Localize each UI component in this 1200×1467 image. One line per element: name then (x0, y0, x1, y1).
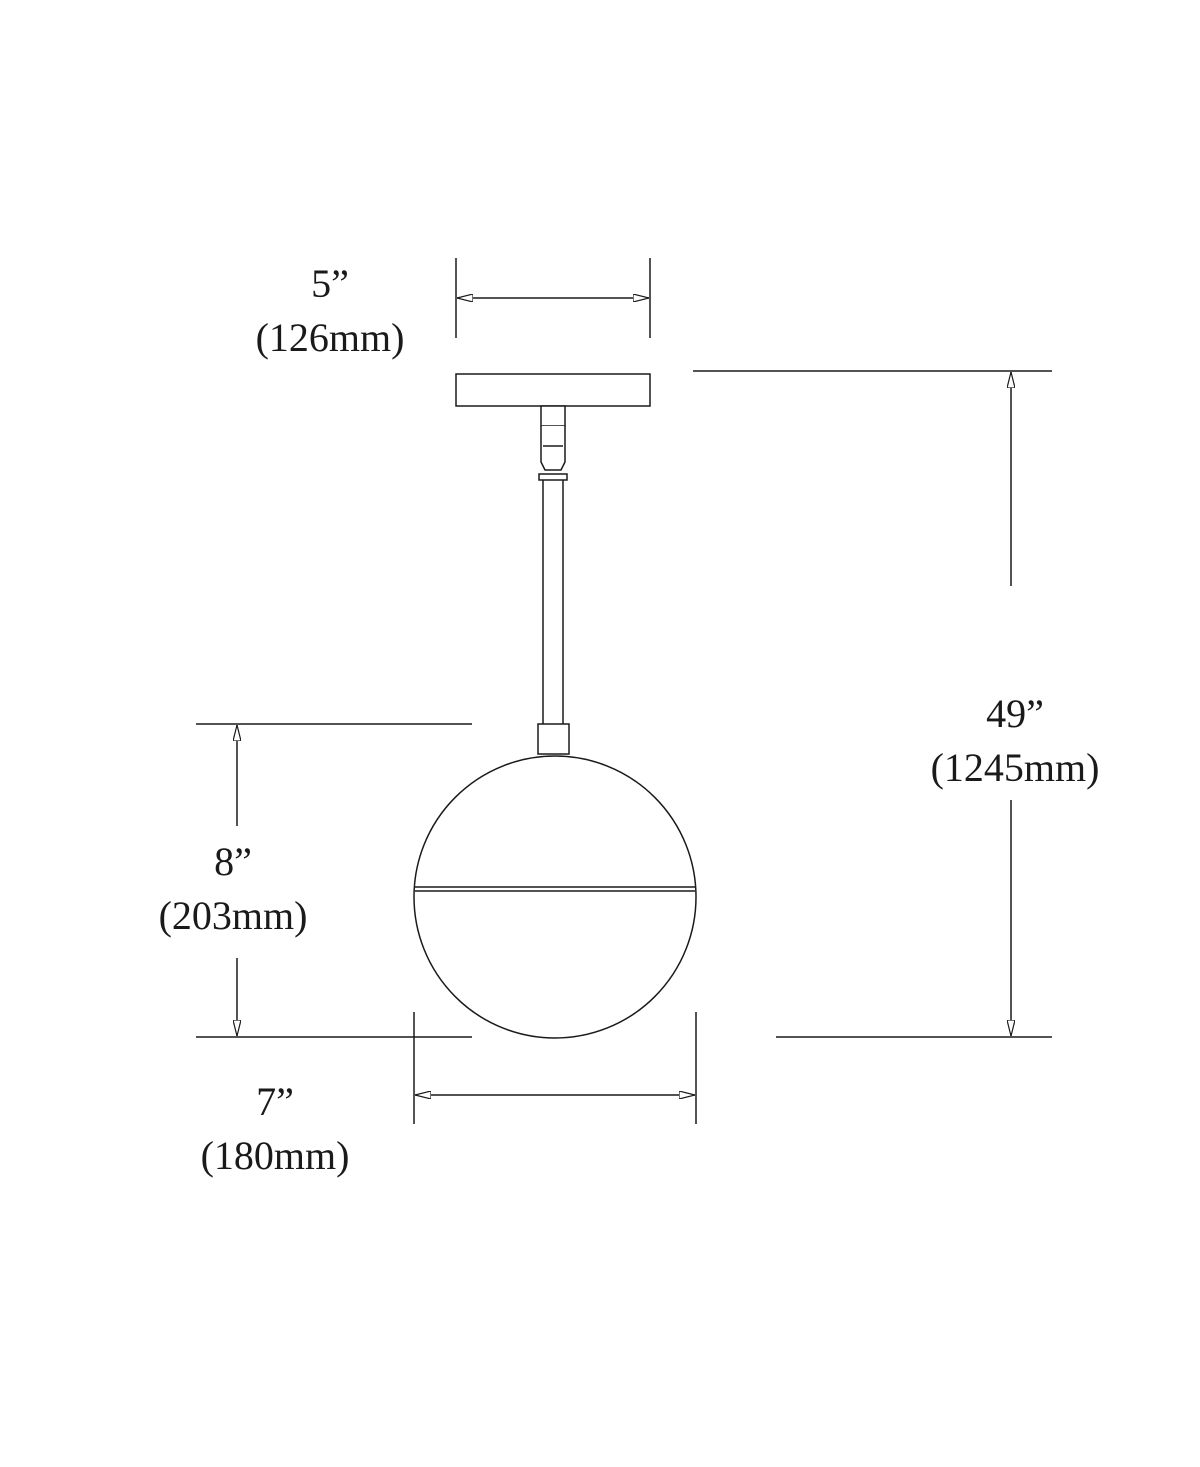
globe-width-inches: 7” (256, 1079, 294, 1124)
globe-height-label: 8” (203mm) (133, 842, 333, 936)
overall-height-dimension (693, 370, 1052, 1038)
canopy-width-label: 5” (126mm) (230, 264, 430, 358)
canopy-width-dimension (455, 258, 651, 338)
stem-rod (542, 480, 564, 724)
canopy-width-mm: (126mm) (255, 315, 405, 360)
globe-width-label: 7” (180mm) (175, 1082, 375, 1176)
canopy (455, 373, 651, 407)
globe-shade (413, 755, 697, 1039)
globe-width-dimension (413, 1012, 697, 1124)
globe-collar (537, 723, 570, 755)
overall-height-mm: (1245mm) (930, 745, 1100, 790)
overall-height-label: 49” (1245mm) (905, 694, 1125, 788)
globe-height-mm: (203mm) (158, 893, 308, 938)
canopy-fitting (538, 405, 568, 481)
canopy-width-inches: 5” (311, 261, 349, 306)
globe-height-inches: 8” (214, 839, 252, 884)
globe-width-mm: (180mm) (200, 1133, 350, 1178)
globe-height-dimension (196, 723, 472, 1038)
overall-height-inches: 49” (986, 691, 1044, 736)
